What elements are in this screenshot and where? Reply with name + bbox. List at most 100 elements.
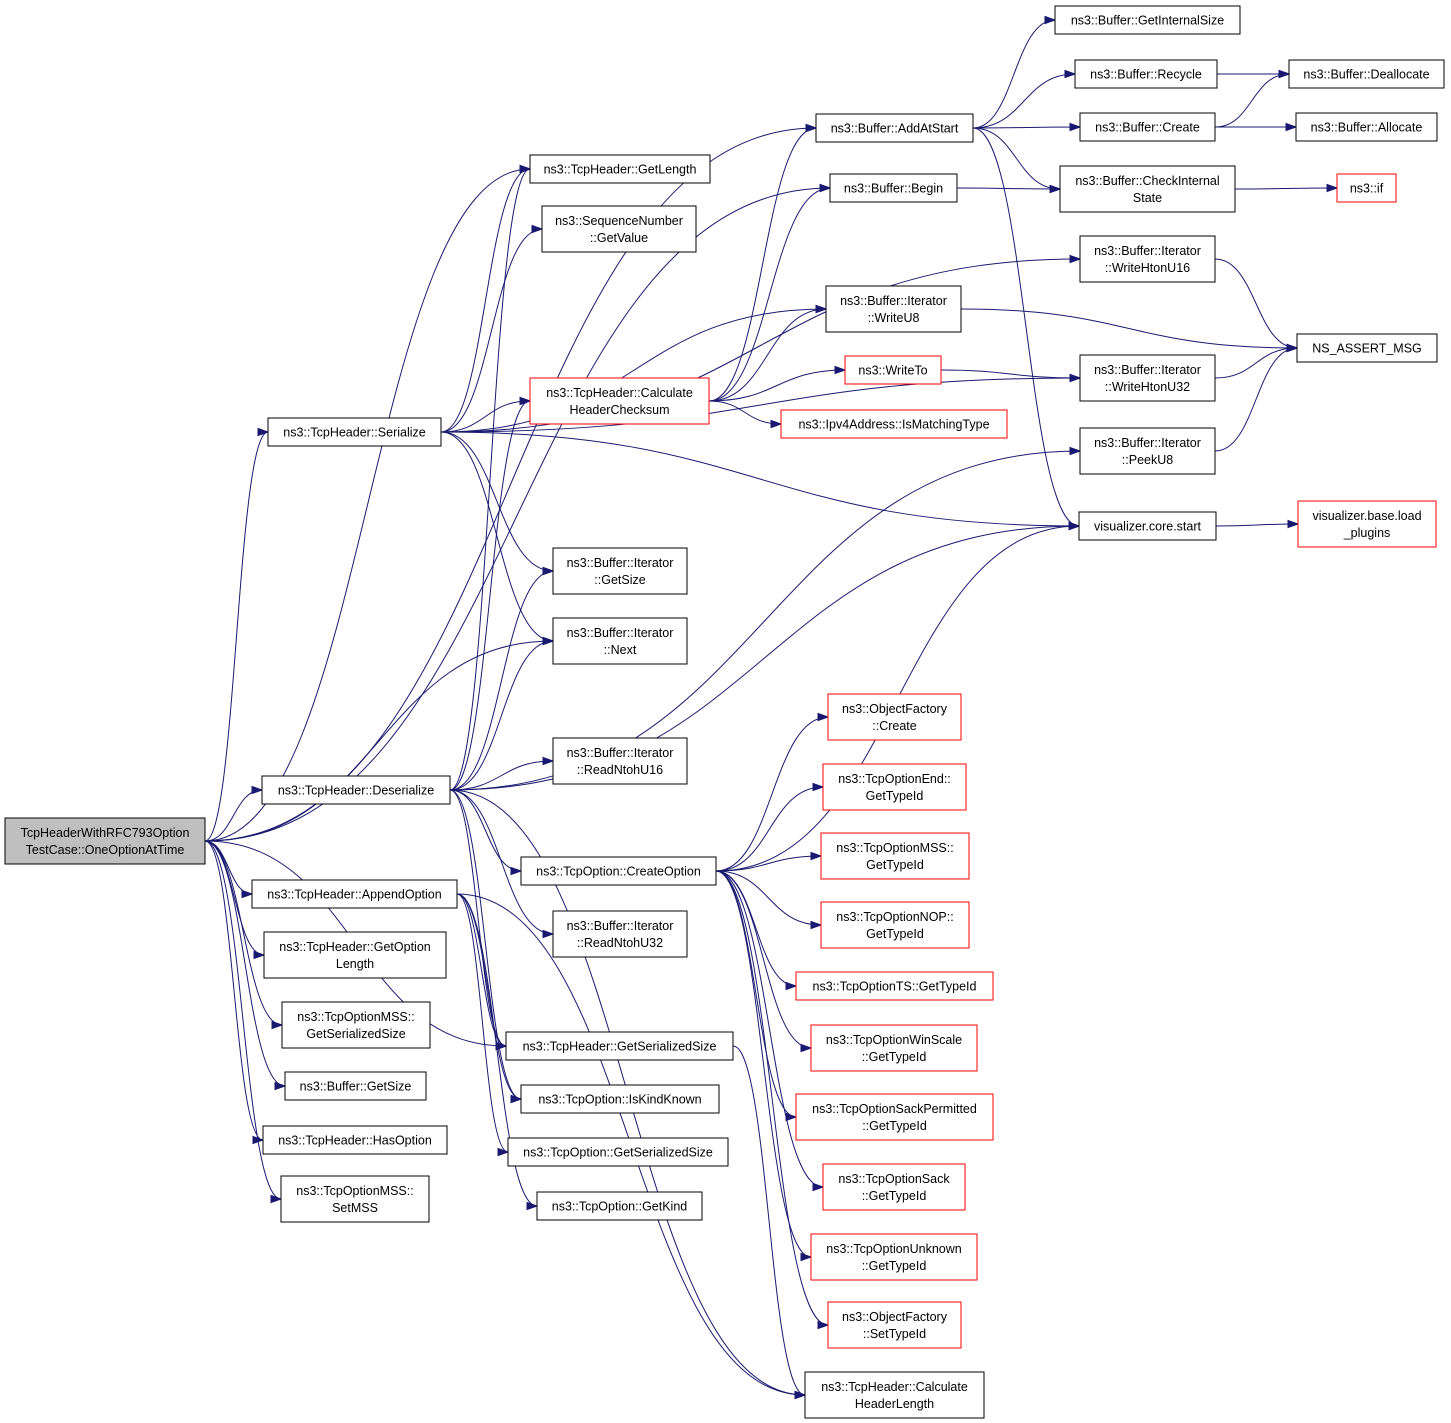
node-buffer_getsize[interactable]: ns3::Buffer::GetSize	[284, 1071, 427, 1101]
node-sack_typeid[interactable]: ns3::TcpOptionSack::GetTypeId	[822, 1163, 966, 1211]
edge-serialize-to-getlength	[440, 164, 532, 433]
node-appendoption[interactable]: ns3::TcpHeader::AppendOption	[251, 879, 458, 909]
node-it_peeku8[interactable]: ns3::Buffer::Iterator::PeekU8	[1079, 427, 1216, 475]
edge-it_writehtonu16-to-ns_assert_msg	[1214, 258, 1299, 353]
node-label-line: ns3::TcpHeader::Deserialize	[278, 784, 434, 798]
node-box	[810, 1233, 978, 1281]
edge-calcchecksum-to-begin	[708, 183, 832, 402]
node-label-line: ns3::Buffer::Recycle	[1090, 68, 1202, 82]
node-it_writeu8[interactable]: ns3::Buffer::Iterator::WriteU8	[825, 285, 962, 333]
edge-buffer_create-to-allocate	[1215, 122, 1298, 132]
node-label-line: visualizer.core.start	[1094, 520, 1202, 534]
node-label-line: ::WriteHtonU32	[1105, 380, 1190, 394]
node-load_plugins[interactable]: visualizer.base.load_plugins	[1297, 500, 1437, 548]
node-ismatchingtype[interactable]: ns3::Ipv4Address::IsMatchingType	[780, 409, 1008, 439]
node-box	[822, 1163, 966, 1211]
node-box	[281, 1001, 431, 1049]
node-iskindknown[interactable]: ns3::TcpOption::IsKindKnown	[520, 1084, 720, 1114]
node-label-line: HeaderChecksum	[569, 403, 669, 417]
node-box	[820, 901, 970, 949]
node-getkind[interactable]: ns3::TcpOption::GetKind	[536, 1191, 703, 1221]
node-box	[261, 775, 451, 805]
node-seq_getvalue[interactable]: ns3::SequenceNumber::GetValue	[541, 205, 697, 253]
node-nop_typeid[interactable]: ns3::TcpOptionNOP::GetTypeId	[820, 901, 970, 949]
node-label-line: ::WriteU8	[868, 311, 920, 325]
node-box	[4, 817, 206, 865]
node-label-line: ns3::TcpOptionNOP::	[836, 910, 953, 924]
edge-addatstart-to-buffer_create	[972, 122, 1082, 132]
edge-deserialize-to-it_getsize	[449, 566, 555, 791]
node-label-line: ns3::TcpOptionMSS::	[836, 841, 953, 855]
node-label-line: ns3::TcpHeader::Serialize	[283, 426, 425, 440]
edge-appendoption-to-getkind	[456, 893, 539, 1211]
node-sackperm_typeid[interactable]: ns3::TcpOptionSackPermitted::GetTypeId	[795, 1093, 994, 1141]
node-label-line: ns3::TcpOptionSackPermitted	[812, 1102, 977, 1116]
node-label-line: ns3::Buffer::Allocate	[1311, 121, 1423, 135]
node-ns3_if[interactable]: ns3::if	[1336, 173, 1397, 203]
edge-createoption-to-sack_typeid	[715, 870, 825, 1192]
node-opt_getserializedsize[interactable]: ns3::TcpOption::GetSerializedSize	[507, 1137, 729, 1167]
node-writeto[interactable]: ns3::WriteTo	[844, 355, 942, 385]
edge-it_writeu8-to-ns_assert_msg	[960, 308, 1299, 353]
node-root[interactable]: TcpHeaderWithRFC793OptionTestCase::OneOp…	[4, 817, 206, 865]
node-label-line: visualizer.base.load	[1312, 509, 1421, 523]
node-box	[1296, 333, 1438, 363]
node-box	[825, 285, 962, 333]
node-it_next[interactable]: ns3::Buffer::Iterator::Next	[552, 617, 688, 665]
node-addatstart[interactable]: ns3::Buffer::AddAtStart	[815, 113, 974, 143]
node-it_writehtonu16[interactable]: ns3::Buffer::Iterator::WriteHtonU16	[1079, 235, 1216, 283]
node-ts_typeid[interactable]: ns3::TcpOptionTS::GetTypeId	[795, 971, 994, 1001]
node-deserialize[interactable]: ns3::TcpHeader::Deserialize	[261, 775, 451, 805]
edge-createoption-to-sackperm_typeid	[715, 870, 798, 1122]
edge-deserialize-to-calcchecksum	[449, 396, 532, 791]
node-label-line: ns3::Buffer::Iterator	[1094, 363, 1201, 377]
node-label-line: ::Create	[872, 719, 917, 733]
node-label-line: ns3::TcpOptionMSS::	[297, 1010, 414, 1024]
node-mss_setmss[interactable]: ns3::TcpOptionMSS::SetMSS	[280, 1175, 430, 1223]
edge-calcchecksum-to-ismatchingtype	[708, 400, 783, 429]
node-it_writehtonu32[interactable]: ns3::Buffer::Iterator::WriteHtonU32	[1079, 354, 1216, 402]
node-serialize[interactable]: ns3::TcpHeader::Serialize	[267, 417, 442, 447]
node-hasoption[interactable]: ns3::TcpHeader::HasOption	[262, 1125, 448, 1155]
node-getlength[interactable]: ns3::TcpHeader::GetLength	[529, 154, 711, 184]
node-mss_typeid[interactable]: ns3::TcpOptionMSS::GetTypeId	[820, 832, 970, 880]
node-of_settypeid[interactable]: ns3::ObjectFactory::SetTypeId	[827, 1301, 962, 1349]
node-ns_assert_msg[interactable]: NS_ASSERT_MSG	[1296, 333, 1438, 363]
node-box	[810, 1024, 978, 1072]
node-recycle[interactable]: ns3::Buffer::Recycle	[1074, 59, 1218, 89]
node-box	[1297, 500, 1437, 548]
node-it_getsize[interactable]: ns3::Buffer::Iterator::GetSize	[552, 547, 688, 595]
node-label-line: ::ReadNtohU32	[577, 936, 663, 950]
node-label-line: GetTypeId	[866, 927, 924, 941]
node-getinternalsize[interactable]: ns3::Buffer::GetInternalSize	[1054, 5, 1241, 35]
node-viz_start[interactable]: visualizer.core.start	[1078, 511, 1217, 541]
node-end_typeid[interactable]: ns3::TcpOptionEnd::GetTypeId	[822, 763, 967, 811]
node-it_readntohu16[interactable]: ns3::Buffer::Iterator::ReadNtohU16	[552, 737, 688, 785]
node-label-line: ::GetTypeId	[862, 1189, 927, 1203]
node-label-line: ::GetTypeId	[862, 1050, 927, 1064]
node-mss_getserializedsize[interactable]: ns3::TcpOptionMSS::GetSerializedSize	[281, 1001, 431, 1049]
node-allocate[interactable]: ns3::Buffer::Allocate	[1295, 112, 1438, 142]
node-buffer_create[interactable]: ns3::Buffer::Create	[1079, 112, 1216, 142]
node-winscale_typeid[interactable]: ns3::TcpOptionWinScale::GetTypeId	[810, 1024, 978, 1072]
node-of_create[interactable]: ns3::ObjectFactory::Create	[827, 693, 962, 741]
node-label-line: Length	[336, 957, 374, 971]
node-deallocate[interactable]: ns3::Buffer::Deallocate	[1288, 59, 1445, 89]
node-label-line: ::GetTypeId	[862, 1119, 927, 1133]
node-box	[1079, 112, 1216, 142]
node-it_readntohu32[interactable]: ns3::Buffer::Iterator::ReadNtohU32	[552, 910, 688, 958]
node-label-line: ns3::SequenceNumber	[555, 214, 683, 228]
node-createoption[interactable]: ns3::TcpOption::CreateOption	[520, 856, 717, 886]
node-box	[1288, 59, 1445, 89]
node-box	[507, 1137, 729, 1167]
node-box	[536, 1191, 703, 1221]
node-box	[1074, 59, 1218, 89]
node-hdr_getserializedsize[interactable]: ns3::TcpHeader::GetSerializedSize	[505, 1031, 734, 1061]
node-label-line: ns3::TcpHeader::GetLength	[544, 163, 697, 177]
node-begin[interactable]: ns3::Buffer::Begin	[829, 173, 958, 203]
node-unknown_typeid[interactable]: ns3::TcpOptionUnknown::GetTypeId	[810, 1233, 978, 1281]
